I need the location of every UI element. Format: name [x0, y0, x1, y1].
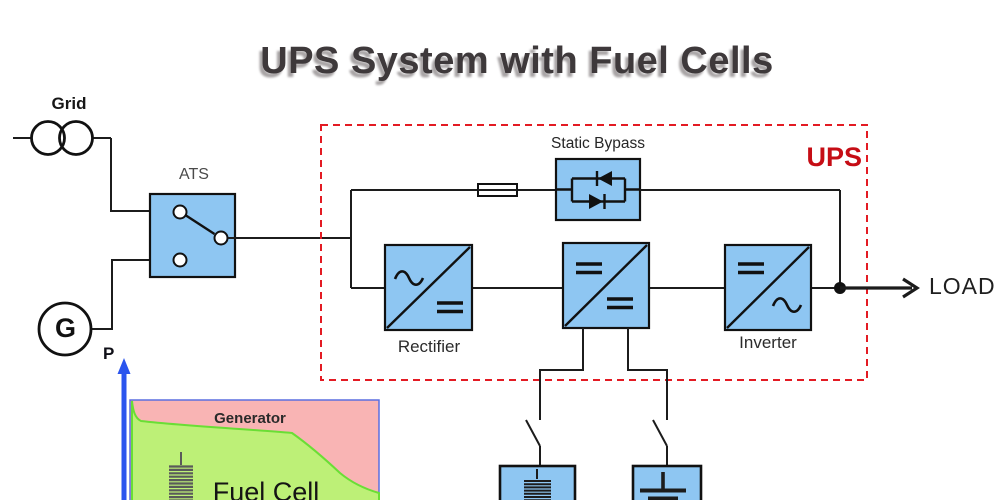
- ats-switch-icon: [148, 192, 351, 279]
- transformer-icon: [13, 120, 150, 212]
- dc-link-wires: [539, 328, 668, 420]
- generator-letter: G: [54, 313, 76, 343]
- ats-label: ATS: [179, 166, 209, 183]
- inverter-icon: [723, 243, 813, 332]
- p-axis-label: P: [103, 344, 115, 363]
- ups-boundary: [320, 124, 868, 381]
- load-arrow-icon: [834, 277, 920, 299]
- power-share-chart: [117, 358, 380, 500]
- fuel-cell-area: [131, 400, 380, 500]
- dc-dc-converter-icon: [561, 241, 651, 330]
- inverter-label: Inverter: [739, 333, 797, 352]
- battery-stack-icon: [498, 464, 577, 500]
- diode-left-icon: [595, 171, 612, 186]
- fuel-cell-area-label: Fuel Cell: [212, 477, 320, 500]
- load-label: LOAD: [929, 273, 996, 299]
- page-title: UPS System with Fuel Cells: [260, 40, 774, 82]
- battery-stack-icon-chart: [169, 452, 193, 500]
- ups-label: UPS: [806, 142, 862, 172]
- generator-area-label: Generator: [214, 410, 286, 427]
- fuse-icon: [351, 183, 556, 197]
- p-axis-arrow-icon: [117, 358, 131, 500]
- disconnect-switch-icon: [525, 419, 668, 466]
- rectifier-label: Rectifier: [397, 337, 461, 356]
- generator-icon: [37, 259, 150, 357]
- static-bypass-icon: [554, 157, 841, 288]
- rectifier-icon: [383, 243, 474, 332]
- electrode-cell-icon: [631, 464, 703, 500]
- static-bypass-label: Static Bypass: [551, 135, 645, 152]
- diode-right-icon: [589, 194, 606, 209]
- grid-label: Grid: [51, 94, 87, 113]
